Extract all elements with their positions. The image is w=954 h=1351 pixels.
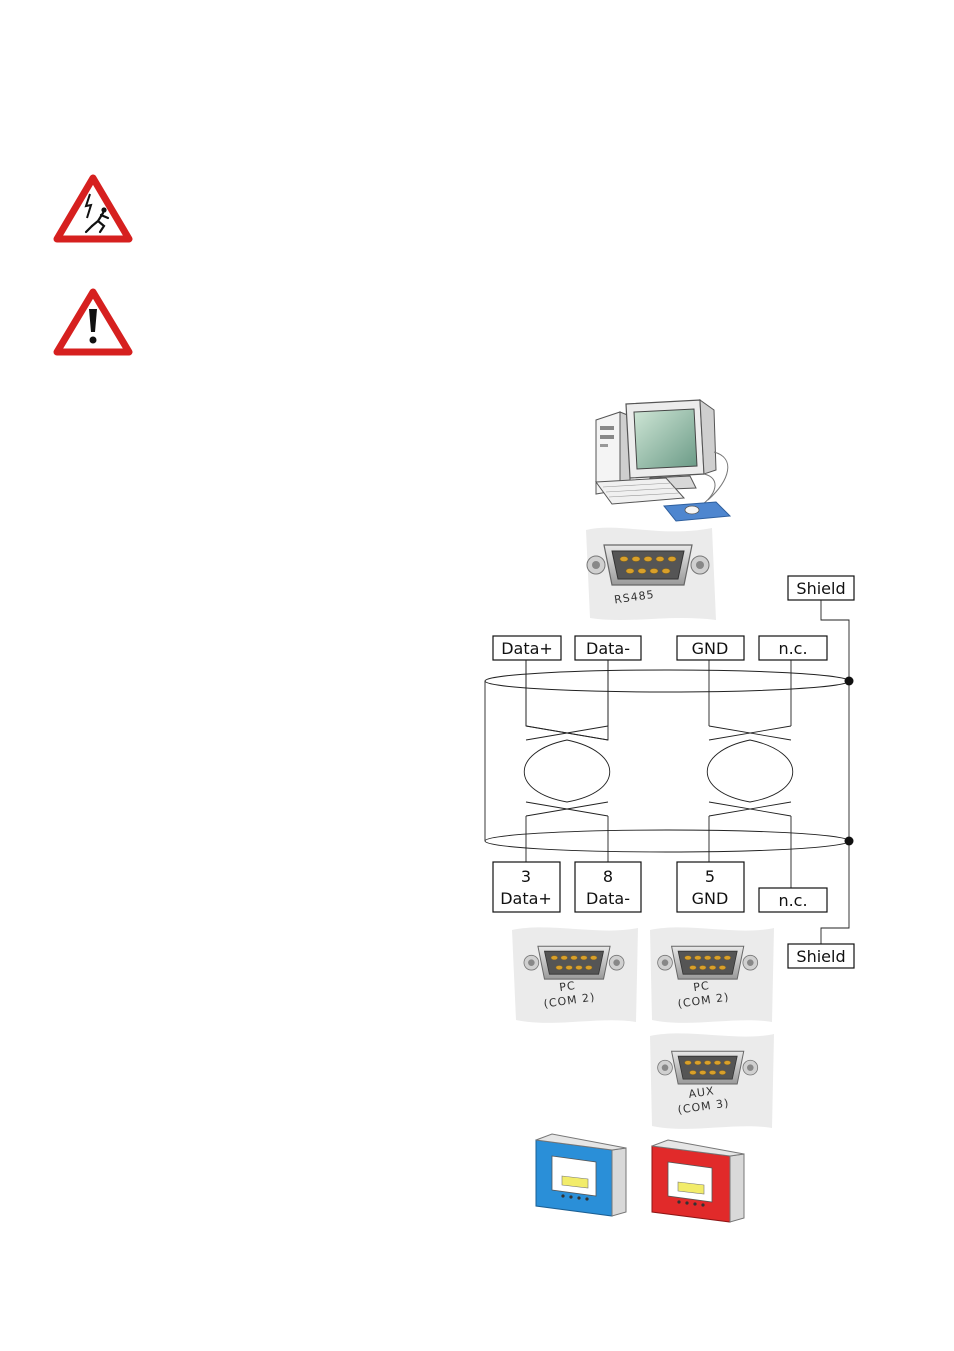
svg-text:Shield: Shield bbox=[796, 947, 845, 966]
svg-text:Data-: Data- bbox=[586, 639, 630, 658]
red-controller-unit bbox=[651, 1139, 745, 1223]
device-port-plate-2: PC (COM 2) bbox=[650, 927, 774, 1023]
computer-illustration bbox=[595, 398, 732, 522]
bottom-label-pin3: 3 Data+ bbox=[492, 861, 561, 913]
svg-text:GND: GND bbox=[692, 889, 729, 908]
svg-text:n.c.: n.c. bbox=[778, 639, 807, 658]
svg-text:8: 8 bbox=[603, 867, 613, 886]
shield-wires bbox=[820, 600, 854, 944]
top-label-shield: Shield bbox=[787, 575, 855, 601]
blue-controller-unit bbox=[535, 1133, 627, 1217]
rs485-label: RS485 bbox=[613, 588, 655, 607]
svg-text:5: 5 bbox=[705, 867, 715, 886]
device-port-plate-3: AUX (COM 3) bbox=[650, 1033, 774, 1129]
svg-text:Data+: Data+ bbox=[501, 639, 553, 658]
svg-text:Data+: Data+ bbox=[500, 889, 552, 908]
top-label-gnd: GND bbox=[676, 635, 745, 661]
device-port-plate-1: PC (COM 2) bbox=[512, 927, 638, 1023]
caution-warning-icon bbox=[53, 288, 133, 356]
svg-text:Data-: Data- bbox=[586, 889, 630, 908]
svg-text:GND: GND bbox=[692, 639, 729, 658]
bottom-label-nc: n.c. bbox=[758, 887, 828, 913]
svg-text:PC: PC bbox=[559, 979, 577, 994]
bottom-label-shield: Shield bbox=[787, 943, 855, 969]
twisted-pair-data bbox=[524, 660, 610, 862]
rs485-port-plate: RS485 bbox=[586, 527, 716, 620]
top-label-data-plus: Data+ bbox=[492, 635, 562, 661]
svg-text:AUX: AUX bbox=[688, 1084, 716, 1101]
bottom-label-pin8: 8 Data- bbox=[574, 861, 642, 913]
top-label-nc: n.c. bbox=[758, 635, 828, 661]
svg-text:Shield: Shield bbox=[796, 579, 845, 598]
svg-text:PC: PC bbox=[693, 979, 711, 994]
svg-text:n.c.: n.c. bbox=[778, 891, 807, 910]
twisted-pair-gnd bbox=[707, 660, 793, 888]
top-label-data-minus: Data- bbox=[574, 635, 642, 661]
shielded-cable bbox=[484, 669, 850, 853]
bottom-label-pin5: 5 GND bbox=[676, 861, 745, 913]
electric-shock-warning-icon bbox=[53, 174, 133, 243]
svg-text:3: 3 bbox=[521, 867, 531, 886]
